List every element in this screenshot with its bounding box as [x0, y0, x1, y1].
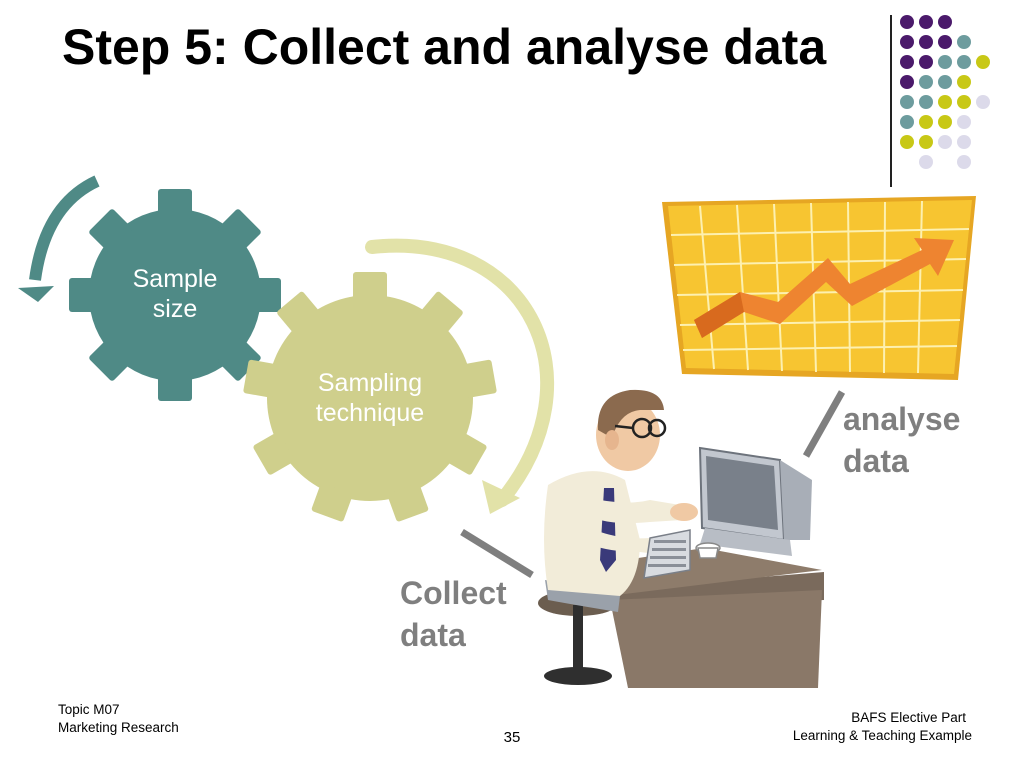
dot [957, 135, 971, 149]
slide-title: Step 5: Collect and analyse data [62, 19, 827, 75]
yellow-arrowhead [482, 480, 520, 514]
dot [976, 55, 990, 69]
dot [938, 135, 952, 149]
dot [957, 95, 971, 109]
dot [976, 95, 990, 109]
decorative-dot-grid [900, 12, 1020, 172]
gear-sampling-technique [243, 272, 497, 522]
title-divider [890, 15, 892, 187]
dot [919, 15, 933, 29]
dot [919, 135, 933, 149]
footer-subject: Marketing Research [58, 720, 179, 735]
teal-cycle-arrow [29, 175, 100, 281]
dot [900, 55, 914, 69]
dot [919, 115, 933, 129]
dot [957, 115, 971, 129]
dot [900, 115, 914, 129]
page-number: 35 [503, 729, 521, 746]
dot [938, 35, 952, 49]
collect-data-label: Collect data [400, 575, 507, 653]
footer-right: BAFS Elective Part Learning & Teaching E… [793, 709, 972, 745]
dot [938, 55, 952, 69]
dot [919, 55, 933, 69]
dot [900, 135, 914, 149]
dot [938, 95, 952, 109]
dot [919, 75, 933, 89]
analyse-connector-line [802, 390, 846, 458]
dot [957, 155, 971, 169]
footer-topic: Topic M07 [58, 702, 120, 717]
dot [938, 115, 952, 129]
dot [900, 95, 914, 109]
dot [900, 15, 914, 29]
gear-label-sampling-technique: Sampling technique [315, 369, 425, 427]
dot [938, 75, 952, 89]
dot [919, 155, 933, 169]
dot [900, 35, 914, 49]
footer-left: Topic M07 Marketing Research [58, 701, 179, 737]
dot [957, 55, 971, 69]
dot [957, 35, 971, 49]
footer-example: Learning & Teaching Example [792, 728, 972, 743]
dot [919, 95, 933, 109]
analyse-data-label: analyse data [843, 401, 961, 479]
dot [957, 75, 971, 89]
gear-sample-size [69, 189, 281, 401]
dot [919, 35, 933, 49]
footer-course: BAFS Elective Part [851, 710, 966, 725]
collect-connector-line [460, 529, 534, 578]
dot [900, 75, 914, 89]
gear-label-sample-size: Sample size [132, 265, 218, 323]
teal-arrowhead [18, 286, 54, 302]
dot [938, 15, 952, 29]
yellow-cycle-arrow [365, 238, 555, 507]
